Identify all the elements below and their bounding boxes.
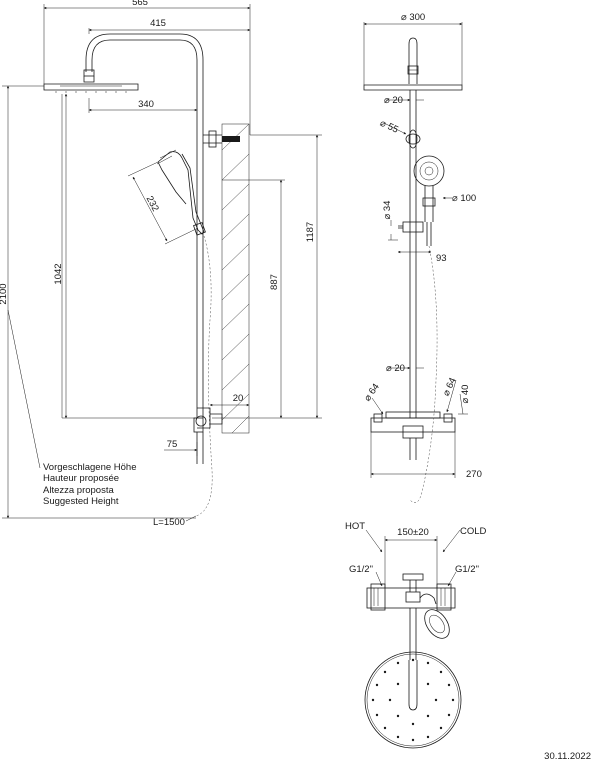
wall-hatching: [221, 123, 250, 434]
thread-left: G1/2": [349, 564, 373, 575]
suggested-height-en: Suggested Height: [43, 495, 119, 507]
dim-bracket-diameter: ⌀ 55: [378, 118, 400, 136]
suggested-height-de: Vorgeschlagene Höhe: [43, 462, 137, 473]
side-view: 565 415 340 232 1187 1042 887 2100 20 75…: [0, 0, 322, 528]
dim-rail-diameter: ⌀ 20: [386, 363, 405, 374]
rain-head-nozzles: [371, 658, 455, 742]
dim-hand-diameter: ⌀ 100: [452, 193, 476, 204]
dim-2100: 2100: [0, 283, 9, 304]
side-dimensions: [2, 4, 322, 522]
dim-270: 270: [466, 469, 482, 480]
dim-20-side: 20: [233, 393, 244, 404]
dim-93: 93: [436, 253, 447, 264]
dim-340: 340: [138, 99, 154, 110]
dim-415: 415: [150, 18, 166, 29]
dim-1042: 1042: [53, 263, 64, 284]
top-view: HOT COLD 150±20 G1/2" G1/2": [345, 521, 487, 749]
dim-holder-diameter: ⌀ 34: [382, 201, 393, 220]
front-dimensions: [363, 22, 468, 478]
suggested-height-legend: Vorgeschlagene Höhe Hauteur proposée Alt…: [43, 462, 137, 507]
dim-spout-diameter: ⌀ 40: [460, 385, 471, 404]
front-view: ⌀ 300 ⌀ 20 ⌀ 55 ⌀ 100 ⌀ 34 93 ⌀ 20 ⌀ 64 …: [362, 12, 482, 503]
connection-spacing: 150±20: [397, 527, 429, 538]
hose-length: L=1500: [153, 517, 185, 528]
dim-head-diameter: ⌀ 300: [401, 12, 425, 23]
drawing-date: 30.11.2022: [544, 751, 591, 762]
hot-label: HOT: [345, 521, 365, 532]
hand-shower-front: [413, 155, 445, 246]
dim-left-knob: ⌀ 64: [362, 382, 382, 404]
suggested-height-it: Altezza proposta: [43, 484, 114, 496]
thread-right: G1/2": [455, 564, 479, 575]
mixer-body: [370, 411, 456, 460]
hand-shower: [156, 149, 206, 236]
dim-75: 75: [167, 439, 178, 450]
dim-right-knob: ⌀ 64: [441, 376, 459, 398]
dim-1187: 1187: [305, 222, 316, 242]
top-dimensions: [365, 529, 461, 588]
cold-label: COLD: [460, 526, 487, 537]
head-nozzles: [55, 91, 127, 93]
dim-887: 887: [269, 274, 280, 290]
suggested-height-fr: Hauteur proposée: [43, 473, 120, 485]
dim-565: 565: [132, 0, 148, 8]
dim-arm-diameter: ⌀ 20: [384, 95, 403, 106]
dim-232: 232: [144, 194, 161, 213]
